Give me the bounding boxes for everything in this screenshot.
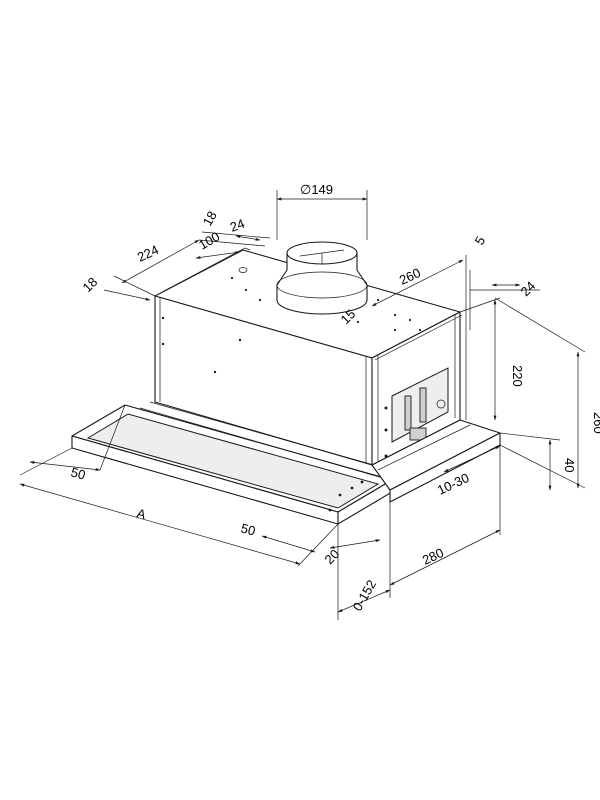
label-260-right: 260	[591, 412, 600, 434]
label-50-right: 50	[239, 520, 257, 538]
label-0-152: 0-152	[350, 577, 380, 613]
duct-collar	[276, 241, 368, 315]
panel-slot	[404, 395, 412, 431]
label-top-18: 18	[200, 208, 220, 228]
label-40: 40	[562, 458, 577, 472]
label-right-24: 24	[518, 278, 539, 299]
label-5: 5	[472, 234, 489, 248]
front-tray	[71, 401, 393, 525]
cable-gland	[436, 399, 446, 409]
label-280: 280	[420, 545, 446, 568]
label-100: 100	[196, 229, 222, 253]
label-50-left: 50	[69, 464, 87, 482]
label-duct-diameter: ∅149	[300, 182, 333, 197]
label-220: 220	[510, 365, 525, 387]
dimension-lines	[19, 190, 586, 620]
label-top-24: 24	[228, 216, 247, 235]
hood-body	[154, 247, 463, 466]
label-260-top: 260	[397, 265, 423, 288]
label-left-18: 18	[80, 274, 101, 295]
connector-block	[409, 427, 427, 441]
label-224: 224	[135, 242, 161, 265]
label-20: 20	[322, 546, 343, 567]
label-A: A	[135, 505, 148, 522]
